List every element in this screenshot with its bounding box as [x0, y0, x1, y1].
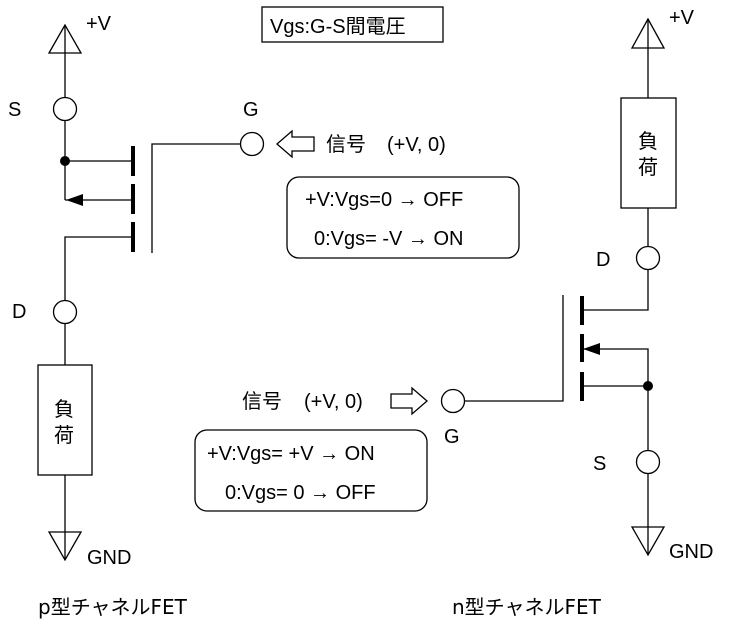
p-gate-terminal — [239, 131, 265, 157]
p-channel-caption: p型チャネルFET — [38, 595, 188, 619]
p-load-label-1: 負 — [54, 397, 74, 421]
n-drain-label: D — [596, 249, 610, 271]
n-truth-table-box — [194, 429, 428, 512]
p-ground-label: GND — [87, 547, 131, 569]
p-truth-table-box — [286, 176, 520, 259]
ground-symbol-icon — [47, 531, 83, 562]
p-signal-left-arrow-icon — [276, 129, 315, 159]
n-gate-terminal — [440, 388, 466, 414]
p-source-terminal — [52, 96, 78, 122]
n-source-label: S — [593, 453, 606, 475]
p-drain-label: D — [12, 301, 26, 323]
title-text: Vgs:G-S間電圧 — [270, 16, 406, 38]
p-signal-values: (+V, 0) — [387, 134, 446, 156]
n-gate-label: G — [444, 426, 460, 448]
n-truth-row-2: 0:Vgs= 0 → OFF — [225, 482, 376, 504]
p-source-label: S — [8, 99, 21, 121]
n-body-arrow-icon — [583, 343, 600, 355]
n-signal-right-arrow-icon — [390, 386, 428, 416]
n-signal-label: 信号 — [242, 389, 282, 413]
p-body-arrow-icon — [66, 194, 83, 206]
n-supply-label: +V — [669, 7, 695, 29]
p-truth-row-1: +V:Vgs=0 → OFF — [305, 189, 463, 211]
n-channel-caption: n型チャネルFET — [452, 595, 602, 619]
n-truth-row-1: +V:Vgs= +V → ON — [207, 443, 375, 465]
p-signal-label: 信号 — [326, 132, 366, 156]
n-channel-circuit: +V 負 荷 D S GND G 信号 (+V, 0) — [194, 7, 713, 619]
p-truth-row-2: 0:Vgs= -V → ON — [314, 228, 464, 250]
n-load-label-2: 荷 — [638, 155, 658, 179]
n-load-resistor — [620, 97, 677, 209]
n-load-label-1: 負 — [638, 129, 658, 153]
n-source-terminal — [635, 449, 661, 475]
p-channel-circuit: +V S G 信号 (+V, 0) +V:Vgs=0 → OFF 0:Vgs= … — [8, 13, 520, 619]
title-box: Vgs:G-S間電圧 — [261, 6, 444, 43]
p-drain-terminal — [52, 299, 78, 325]
p-load-label-2: 荷 — [54, 423, 74, 447]
p-gate-label: G — [243, 99, 259, 121]
p-supply-label: +V — [86, 13, 112, 35]
p-load-resistor — [37, 364, 93, 476]
n-ground-label: GND — [669, 541, 713, 563]
n-drain-terminal — [635, 245, 661, 271]
n-signal-values: (+V, 0) — [304, 391, 363, 413]
ground-symbol-icon — [630, 526, 666, 557]
